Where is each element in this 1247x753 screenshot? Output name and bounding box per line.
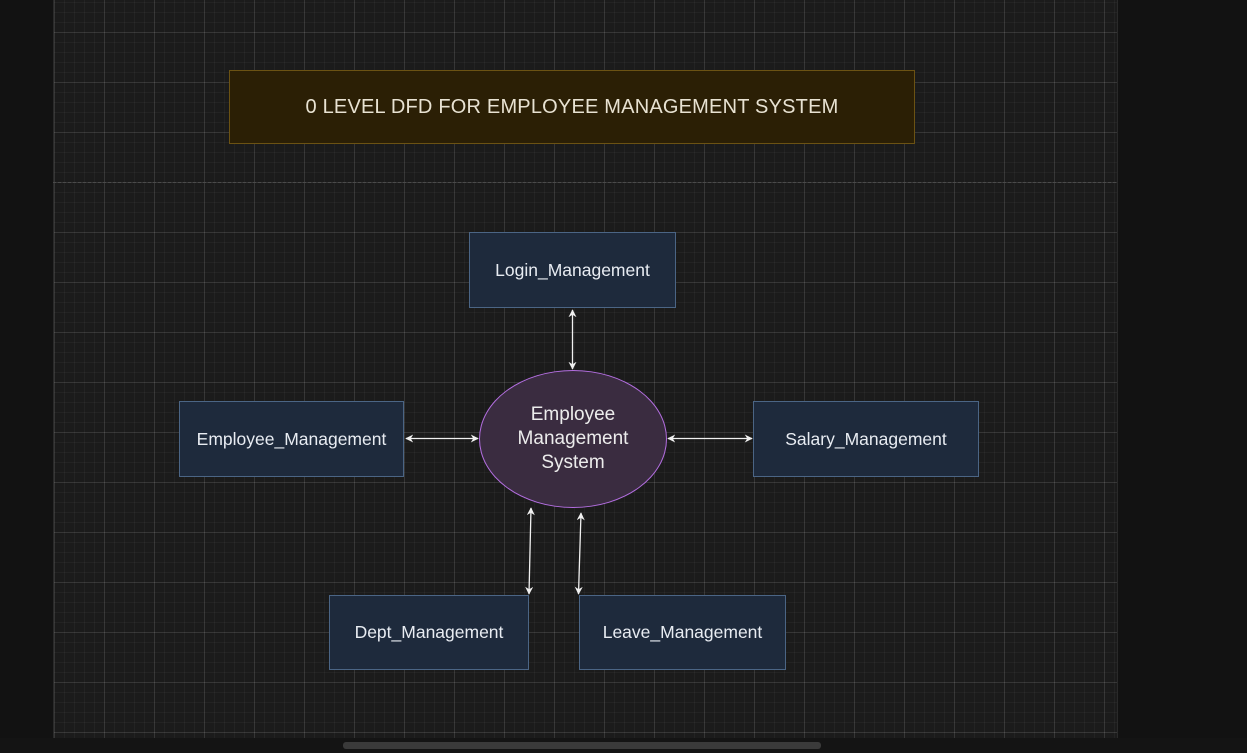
entity-salary-management[interactable]: Salary_Management: [753, 401, 979, 477]
entity-label: Leave_Management: [602, 622, 763, 642]
scrollbar-thumb[interactable]: [343, 742, 821, 749]
entity-dept-management[interactable]: Dept_Management: [329, 595, 529, 670]
entity-label: Dept_Management: [354, 622, 504, 642]
process-label-line: Management: [517, 428, 629, 449]
entity-label: Employee_Management: [196, 428, 387, 449]
entity-employee-management[interactable]: Employee_Management: [179, 401, 404, 477]
process-label-line: Employee: [530, 404, 616, 425]
entity-login-management[interactable]: Login_Management: [469, 232, 676, 308]
entity-label: Login_Management: [495, 259, 650, 280]
entity-leave-management[interactable]: Leave_Management: [579, 595, 786, 670]
diagram-title[interactable]: 0 LEVEL DFD FOR EMPLOYEE MANAGEMENT SYST…: [229, 70, 915, 144]
process-employee-management-system[interactable]: Employee Management System: [479, 370, 667, 508]
process-label-line: System: [541, 452, 605, 473]
page-break-line: [53, 182, 1116, 183]
entity-label: Salary_Management: [785, 428, 947, 449]
